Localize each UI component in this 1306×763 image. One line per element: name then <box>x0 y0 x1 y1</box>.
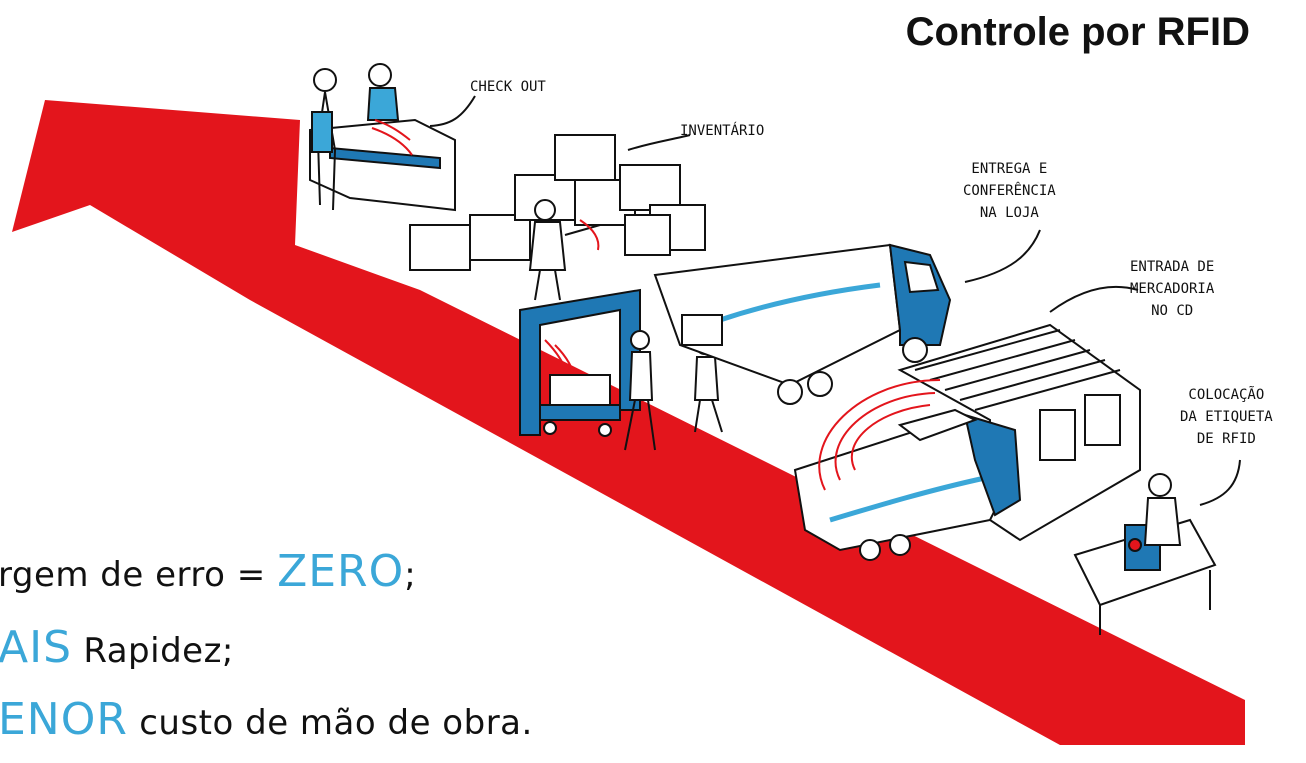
callout-checkout: CHECK OUT <box>470 76 546 98</box>
delivery-truck <box>653 243 952 405</box>
callout-entrega-line: NA LOJA <box>979 205 1039 221</box>
callout-leader-arrows <box>429 95 1241 506</box>
callout-entrega: ENTREGA E CONFERÊNCIA NA LOJA <box>963 158 1056 224</box>
leader-colocacao <box>1199 459 1241 506</box>
page-title: Controle por RFID <box>905 10 1250 54</box>
callout-entrada-line: NO CD <box>1151 303 1194 319</box>
checkout-counter <box>309 118 456 212</box>
benefit-speed-suffix: Rapidez; <box>72 631 234 671</box>
benefit-line-speed: AIS Rapidez; <box>0 622 234 673</box>
callout-entrega-line: CONFERÊNCIA <box>963 183 1056 199</box>
callout-inventario-label: INVENTÁRIO <box>680 123 765 139</box>
callout-entrada-line: MERCADORIA <box>1130 281 1215 297</box>
benefit-speed-highlight: AIS <box>0 622 73 673</box>
callout-checkout-label: CHECK OUT <box>470 79 546 95</box>
benefit-cost-suffix: custo de mão de obra. <box>127 703 533 743</box>
callout-colocacao-line: DA ETIQUETA <box>1180 409 1273 425</box>
callout-colocacao: COLOCAÇÃO DA ETIQUETA DE RFID <box>1180 384 1273 450</box>
checkout-scene <box>309 63 456 212</box>
benefit-line-error: rgem de erro = ZERO; <box>0 546 416 597</box>
leader-inventario <box>627 134 691 151</box>
tag-placement-station <box>1073 473 1217 635</box>
benefit-cost-highlight: ENOR <box>0 694 128 745</box>
callout-inventario: INVENTÁRIO <box>680 120 764 142</box>
callout-entrada-line: ENTRADA DE <box>1130 259 1215 275</box>
benefit-error-highlight: ZERO <box>277 546 405 597</box>
callout-colocacao-line: DE RFID <box>1196 431 1256 447</box>
inventory-boxes <box>409 134 706 271</box>
benefit-error-prefix: rgem de erro = <box>0 555 278 595</box>
inventory-worker <box>528 199 601 301</box>
rfid-portal-scene <box>519 288 723 451</box>
process-flow-arrow <box>12 100 1245 745</box>
leader-entrega <box>964 229 1041 283</box>
leader-entrada <box>1049 286 1139 313</box>
benefit-line-cost: ENOR custo de mão de obra. <box>0 694 533 745</box>
callout-entrada: ENTRADA DE MERCADORIA NO CD <box>1130 256 1214 322</box>
callout-entrega-line: ENTREGA E <box>971 161 1048 177</box>
callout-colocacao-line: COLOCAÇÃO <box>1188 387 1265 403</box>
benefit-error-suffix: ; <box>404 555 417 595</box>
distribution-center <box>897 323 1141 542</box>
rfid-reader-truck <box>793 379 1022 561</box>
leader-checkout <box>429 95 476 127</box>
